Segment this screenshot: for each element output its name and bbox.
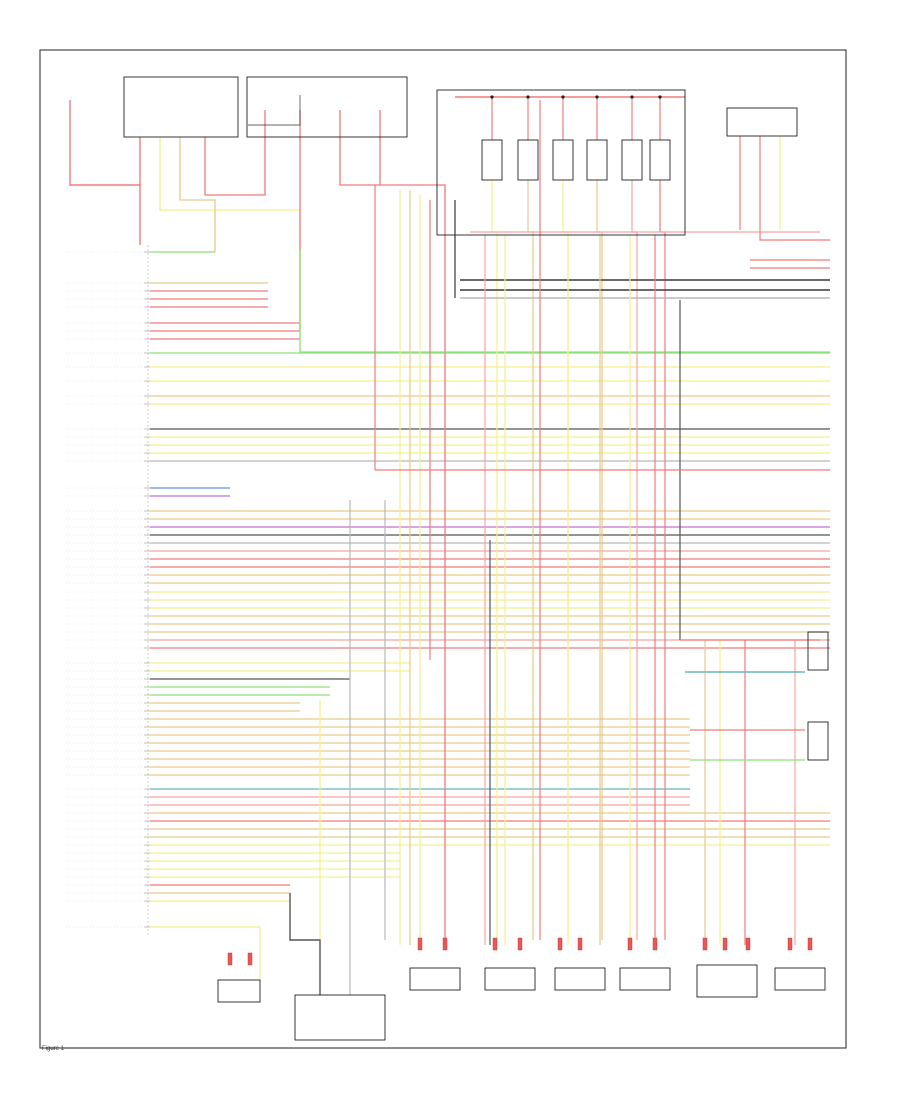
- coil-trigger-5: [631, 180, 638, 940]
- coil-trigger-3: [562, 180, 569, 940]
- pin-plug-9: [652, 937, 658, 951]
- ignition-coil-4: [586, 139, 608, 181]
- pin-plug-1: [247, 952, 253, 966]
- pin-plug-2: [417, 937, 423, 951]
- data-link-connector: [294, 994, 386, 1041]
- injector-coil-block: [436, 89, 686, 236]
- coil-splice-5: [630, 95, 634, 99]
- pin-plug-10: [702, 937, 708, 951]
- fuse-feed-wire-2: [339, 110, 446, 950]
- relay-output-wire-2: [159, 137, 301, 330]
- pin-plug-3: [442, 937, 448, 951]
- ignition-coil-3: [552, 139, 574, 181]
- camshaft-position-sensor: [217, 979, 261, 1003]
- relay-output-wire-3: [179, 137, 216, 252]
- pin-plug-0: [227, 952, 233, 966]
- engine-control-module-relay: [123, 76, 239, 138]
- fuse-block-top: [246, 76, 408, 138]
- knock-sensor-1: [807, 631, 829, 671]
- relay-coil-wire: [204, 110, 266, 196]
- coil-splice-3: [561, 95, 565, 99]
- pin-plug-14: [807, 937, 813, 951]
- page-label: Figure 1: [42, 1046, 65, 1052]
- pin-plug-11: [722, 937, 728, 951]
- ignition-coil-2: [517, 139, 539, 181]
- pin-plug-4: [492, 937, 498, 951]
- oxygen-sensor-3: [554, 967, 606, 991]
- coil-splice-1: [490, 95, 494, 99]
- pin-plug-6: [557, 937, 563, 951]
- ground-green-wire: [299, 250, 830, 353]
- battery-feed-wire: [69, 100, 141, 245]
- oxygen-sensor-4: [619, 967, 671, 991]
- diagram-frame: [39, 49, 847, 1049]
- wire-layer: [69, 96, 830, 995]
- coil-splice-2: [526, 95, 530, 99]
- knock-sensor-2: [807, 721, 829, 761]
- coil-trigger-6: [659, 180, 666, 940]
- coil-splice-6: [658, 95, 662, 99]
- throttle-position-sensor: [774, 967, 826, 991]
- crankshaft-position-sensor: [696, 964, 758, 998]
- coil-trigger-1: [491, 180, 498, 940]
- pin-plug-13: [787, 937, 793, 951]
- ignition-coil-6: [649, 139, 671, 181]
- coil-trigger-2: [527, 180, 534, 940]
- fuse-symbol-line: [248, 95, 301, 126]
- ignition-coil-1: [481, 139, 503, 181]
- dlc-wire-1: [289, 893, 321, 995]
- pin-plug-5: [517, 937, 523, 951]
- pin-plug-8: [627, 937, 633, 951]
- pin-plug-12: [745, 937, 751, 951]
- mass-air-flow-sensor: [726, 107, 798, 137]
- oxygen-sensor-1: [409, 967, 461, 991]
- component-layer: [66, 76, 829, 1041]
- oxygen-sensor-2: [484, 967, 536, 991]
- pin-plug-7: [577, 937, 583, 951]
- ignition-coil-5: [621, 139, 643, 181]
- maf-wire-2: [759, 136, 830, 241]
- coil-splice-4: [595, 95, 599, 99]
